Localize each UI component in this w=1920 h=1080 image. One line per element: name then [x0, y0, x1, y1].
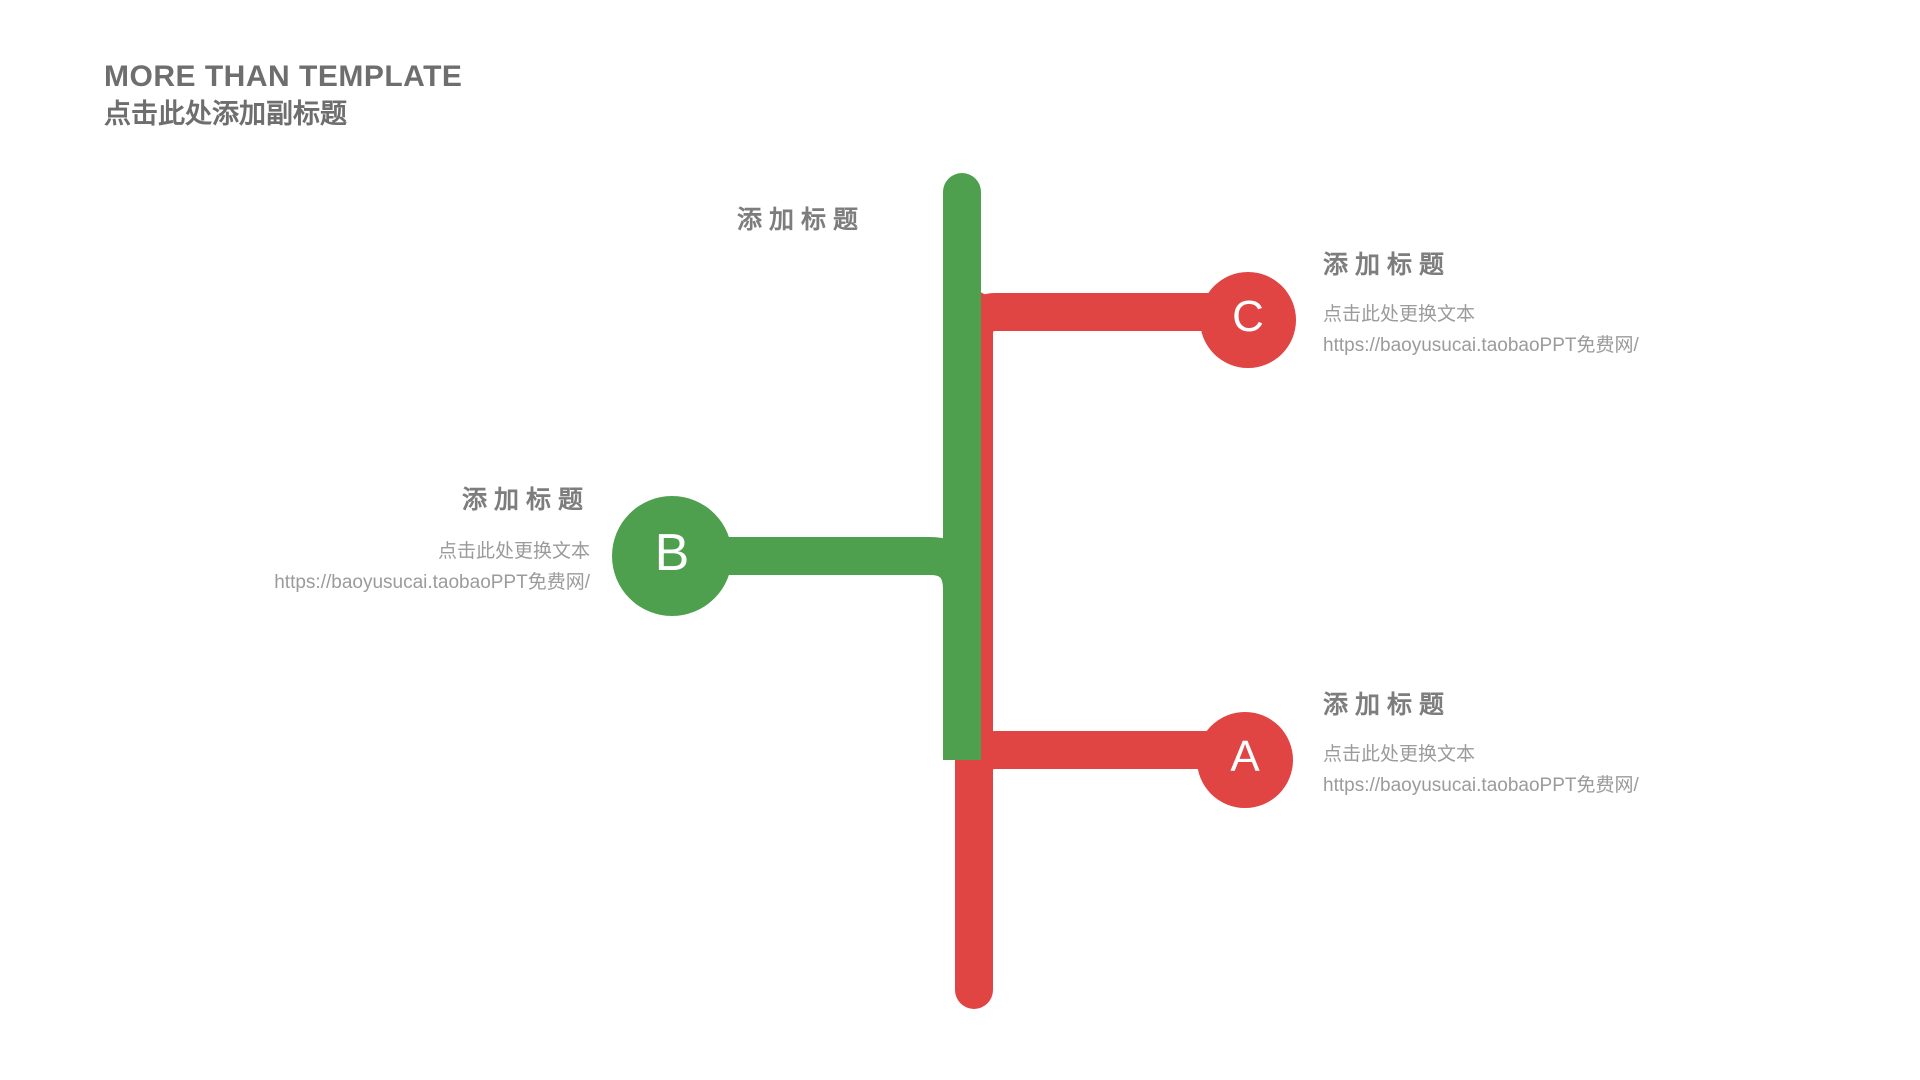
slide-header: MORE THAN TEMPLATE 点击此处添加副标题 [104, 62, 462, 128]
green-branch-b-connector [681, 537, 981, 619]
branch-body-line2-c: https://baoyusucai.taobaoPPT免费网/ [1323, 335, 1639, 357]
branch-body-line2-a: https://baoyusucai.taobaoPPT免费网/ [1323, 775, 1639, 797]
branch-body-line1-a: 点击此处更换文本 [1323, 744, 1476, 765]
branch-body-c: 点击此处更换文本 https://baoyusucai.taobaoPPT免费网… [1323, 299, 1718, 362]
branch-body-line2-b: https://baoyusucai.taobaoPPT免费网/ [274, 572, 590, 594]
stem-label: 添加标题 [737, 206, 866, 234]
node-circle-b[interactable] [612, 496, 732, 616]
branch-text-block-a: 添加标题 点击此处更换文本 https://baoyusucai.taobaoP… [1323, 685, 1718, 802]
branch-title-c: 添加标题 [1323, 251, 1452, 279]
branch-title-b: 添加标题 [461, 486, 590, 514]
branch-body-line1-c: 点击此处更换文本 [1323, 304, 1476, 325]
branch-text-block-b: 添加标题 点击此处更换文本 https://baoyusucai.taobaoP… [190, 480, 590, 599]
red-branch-c-connector [955, 293, 1241, 354]
node-circle-c[interactable] [1200, 272, 1296, 368]
branch-body-line1-b: 点击此处更换文本 [437, 541, 590, 562]
page-subtitle: 点击此处添加副标题 [104, 99, 347, 129]
branch-title-a: 添加标题 [1323, 691, 1452, 719]
branch-body-b: 点击此处更换文本 https://baoyusucai.taobaoPPT免费网… [190, 536, 590, 599]
red-branch-a-connector [955, 731, 1241, 799]
branch-body-a: 点击此处更换文本 https://baoyusucai.taobaoPPT免费网… [1323, 739, 1718, 802]
red-trunk-group [955, 291, 1241, 1009]
branch-text-block-c: 添加标题 点击此处更换文本 https://baoyusucai.taobaoP… [1323, 245, 1718, 362]
page-title: MORE THAN TEMPLATE [104, 60, 463, 93]
green-stem-group [681, 173, 981, 760]
node-circle-a[interactable] [1197, 712, 1293, 808]
